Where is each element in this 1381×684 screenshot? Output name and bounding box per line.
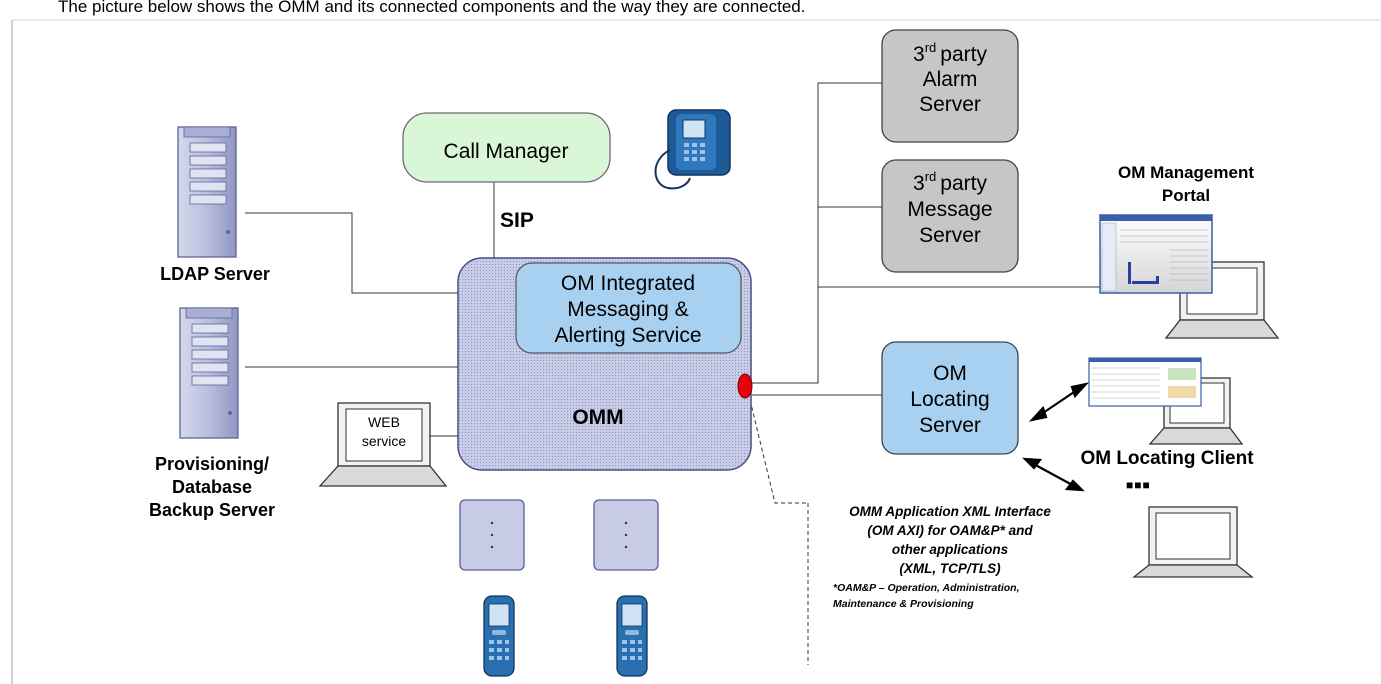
- web-service-laptop-icon: WEB service: [318, 402, 448, 487]
- imas-label-line1: OM Integrated: [561, 272, 695, 295]
- handset-icon: [483, 595, 515, 677]
- alarm-server-label-party: party: [940, 43, 987, 66]
- base-station-icon-2: [593, 499, 659, 571]
- more-clients-ellipsis: ■■■: [1126, 478, 1151, 492]
- double-arrow-icon: [1028, 382, 1090, 422]
- web-service-label-line1: WEB: [368, 414, 400, 430]
- management-portal-screenshot: [1099, 214, 1213, 294]
- axi-note-line1: OMM Application XML Interface: [849, 504, 1051, 519]
- sip-label: SIP: [500, 209, 534, 232]
- double-arrow-icon-2: [1022, 457, 1085, 492]
- axi-connector-marker: [737, 373, 753, 399]
- management-portal-label-line2: Portal: [1162, 186, 1210, 205]
- alarm-server-label-line2: Alarm: [923, 68, 978, 91]
- locating-server-label-line2: Locating: [910, 388, 989, 411]
- locating-server-node: OM Locating Server: [881, 341, 1019, 455]
- locating-server-label-line1: OM: [933, 362, 967, 385]
- axi-note-line3: other applications: [892, 542, 1009, 557]
- alarm-server-label-line3: Server: [919, 93, 981, 116]
- provisioning-server-label-line3: Backup Server: [149, 500, 275, 520]
- provisioning-server-icon: [179, 307, 239, 439]
- axi-footnote-line1: *OAM&P – Operation, Administration,: [833, 582, 1020, 594]
- axi-note: OMM Application XML Interface (OM AXI) f…: [833, 504, 1051, 610]
- call-manager-node: Call Manager: [402, 112, 611, 183]
- message-server-label-num: 3: [913, 172, 925, 195]
- provisioning-server-label-line2: Database: [172, 477, 252, 497]
- call-manager-label: Call Manager: [444, 140, 569, 163]
- axi-note-line4: (XML, TCP/TLS): [899, 561, 1001, 576]
- provisioning-server-label-line1: Provisioning/: [155, 454, 269, 474]
- handset-icon-2: [616, 595, 648, 677]
- locating-client-laptop-2-icon: [1132, 506, 1254, 578]
- message-server-label-party: party: [940, 172, 987, 195]
- header-caption: The picture below shows the OMM and its …: [58, 0, 805, 16]
- alarm-server-label-sup: rd: [925, 40, 937, 55]
- locating-server-label-line3: Server: [919, 414, 981, 437]
- alarm-server-label-num: 3: [913, 43, 925, 66]
- desk-phone-icon: [654, 109, 731, 190]
- ldap-server-icon: [177, 126, 237, 258]
- locating-client-label: OM Locating Client: [1080, 448, 1254, 469]
- base-station-icon: [459, 499, 525, 571]
- ldap-server-label: LDAP Server: [160, 264, 270, 284]
- omm-label: OMM: [572, 406, 623, 429]
- locating-client-screenshot: [1088, 357, 1202, 407]
- imas-label-line3: Alerting Service: [554, 324, 701, 347]
- axi-footnote-line2: Maintenance & Provisioning: [833, 598, 974, 610]
- management-portal-label-line1: OM Management: [1118, 163, 1254, 182]
- imas-node: OM Integrated Messaging & Alerting Servi…: [515, 262, 742, 354]
- message-server-label-line2: Message: [907, 198, 992, 221]
- axi-note-line2: (OM AXI) for OAM&P* and: [867, 523, 1033, 538]
- web-service-label-line2: service: [362, 433, 407, 449]
- axi-dashed-line: [749, 399, 809, 665]
- imas-label-line2: Messaging &: [567, 298, 688, 321]
- message-server-label-sup: rd: [925, 169, 937, 184]
- message-server-label-line3: Server: [919, 224, 981, 247]
